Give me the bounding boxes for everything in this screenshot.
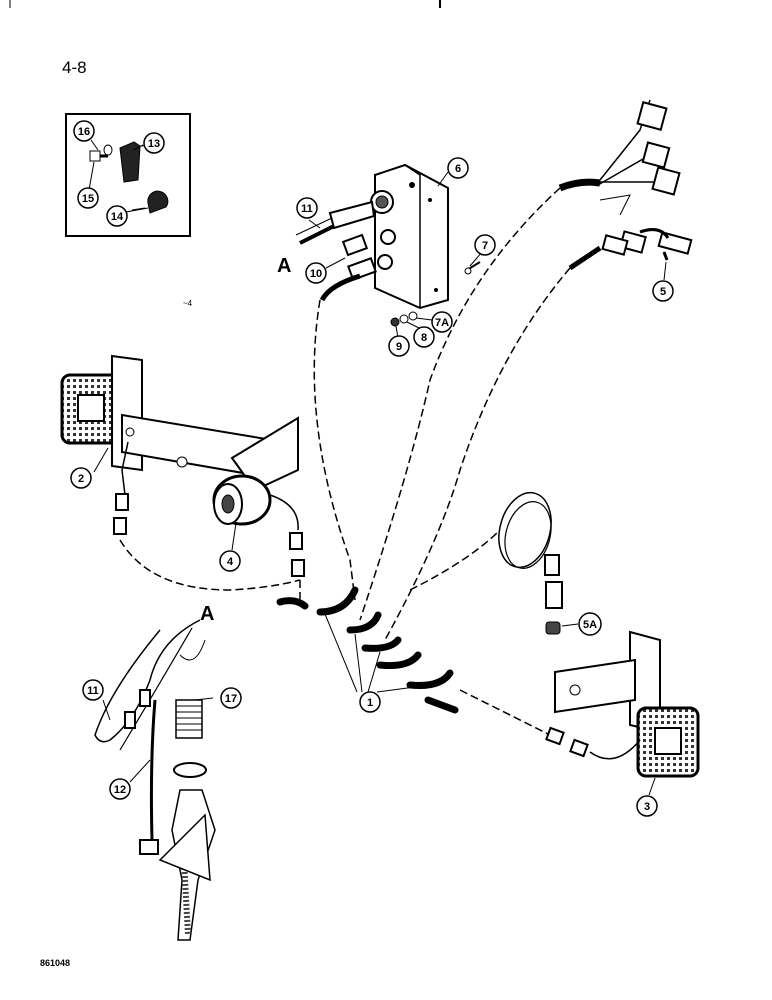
- letter-a-bottom: A: [200, 603, 214, 625]
- svg-text:3: 3: [644, 801, 650, 813]
- svg-text:2: 2: [78, 473, 84, 485]
- left-bracket: [111, 354, 299, 492]
- right-lamp: [636, 706, 700, 778]
- callout-6: 6: [447, 157, 469, 179]
- svg-text:5: 5: [660, 286, 666, 298]
- callout-10: 10: [305, 262, 327, 284]
- svg-text:17: 17: [225, 693, 237, 705]
- svg-text:14: 14: [111, 211, 124, 223]
- letter-a-top: A: [277, 255, 291, 277]
- wire-harness: [119, 187, 571, 741]
- callout-9: 9: [388, 335, 410, 357]
- callout-3: 3: [636, 795, 658, 817]
- svg-text:1: 1: [367, 697, 373, 709]
- callout-12: 12: [109, 778, 131, 800]
- svg-text:9: 9: [396, 341, 402, 353]
- round-lamp: [212, 474, 272, 526]
- left-lamp-connectors: [113, 441, 305, 577]
- callout-11-top: 11: [296, 197, 318, 219]
- washer-part: [103, 144, 113, 156]
- bolt-part: [89, 150, 108, 162]
- callout-11-bottom: 11: [82, 679, 104, 701]
- callout-17: 17: [220, 687, 242, 709]
- right-lamp-connectors: [545, 726, 641, 760]
- callout-16: 16: [73, 120, 95, 142]
- callout-8: 8: [413, 326, 435, 348]
- callout-2: 2: [70, 467, 92, 489]
- callout-5a: 5A: [578, 612, 602, 636]
- coiled-wire: [498, 491, 563, 635]
- module-connectors: [295, 200, 377, 302]
- svg-text:13: 13: [148, 138, 160, 150]
- svg-text:4: 4: [227, 556, 234, 568]
- svg-text:5A: 5A: [583, 619, 597, 631]
- callout-13: 13: [143, 132, 165, 154]
- lower-left-assembly: [94, 619, 216, 941]
- screw-hardware: [390, 261, 481, 327]
- switch-assembly: [568, 228, 693, 271]
- callout-5: 5: [652, 280, 674, 302]
- svg-text:6: 6: [455, 163, 461, 175]
- svg-text:7A: 7A: [435, 317, 449, 329]
- drawing-code: 861048: [40, 958, 71, 968]
- svg-text:11: 11: [87, 685, 99, 697]
- inset-hardware-box: [65, 113, 191, 237]
- callout-4: 4: [219, 550, 241, 572]
- callout-14: 14: [106, 205, 128, 227]
- svg-text:~4: ~4: [183, 299, 193, 308]
- svg-text:11: 11: [301, 203, 313, 215]
- harness-sleeves: [276, 586, 459, 714]
- control-module: [370, 163, 449, 310]
- harness-connectors-top: [558, 99, 681, 216]
- clip-part: [147, 190, 169, 214]
- svg-text:8: 8: [421, 332, 427, 344]
- callout-7: 7: [474, 234, 496, 256]
- page-number: 4-8: [62, 58, 87, 77]
- svg-text:10: 10: [310, 268, 322, 280]
- clamp-part: [119, 141, 141, 183]
- svg-text:12: 12: [114, 784, 126, 796]
- svg-text:7: 7: [482, 240, 488, 252]
- left-lamp: [60, 373, 122, 445]
- svg-text:15: 15: [82, 193, 94, 205]
- callout-7a: 7A: [431, 311, 453, 333]
- callout-1: 1: [359, 691, 381, 713]
- svg-text:16: 16: [78, 126, 90, 138]
- callout-15: 15: [77, 187, 99, 209]
